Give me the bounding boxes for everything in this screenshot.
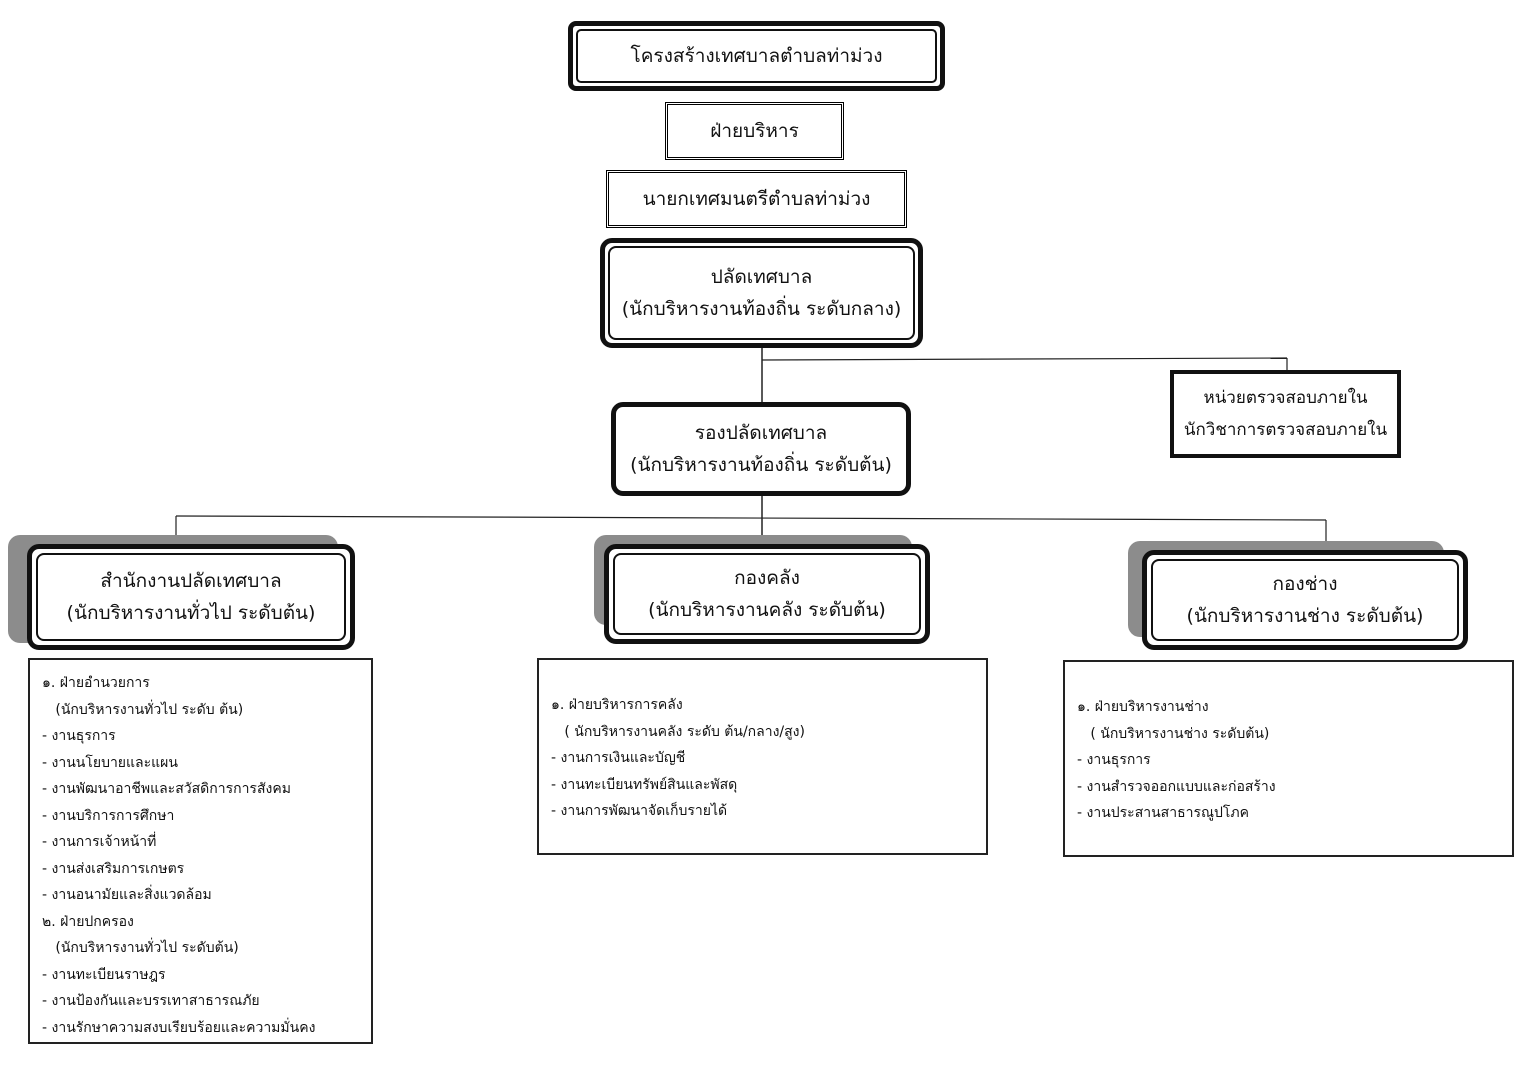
duty-item: ๒. ฝ่ายปกครอง bbox=[42, 913, 134, 930]
duty-item: - งานรักษาความสงบเรียบร้อยและความมั่นคง bbox=[42, 1019, 316, 1036]
duty-item: (นักบริหารงานทั่วไป ระดับ ต้น) bbox=[42, 701, 244, 718]
executive-box: ฝ่ายบริหาร bbox=[665, 102, 844, 160]
finance-box: กองคลัง (นักบริหารงานคลัง ระดับต้น) bbox=[604, 544, 930, 644]
audit-title: หน่วยตรวจสอบภายใน bbox=[1203, 388, 1368, 408]
duty-item: - งานประสานสาธารณูปโภค bbox=[1077, 805, 1249, 821]
audit-box: หน่วยตรวจสอบภายใน นักวิชาการตรวจสอบภายใน bbox=[1170, 370, 1401, 458]
duty-item: - งานบริการการศึกษา bbox=[42, 807, 175, 824]
title-box: โครงสร้างเทศบาลตำบลท่าม่วง bbox=[568, 21, 945, 91]
duty-item: (นักบริหารงานทั่วไป ระดับต้น) bbox=[42, 940, 239, 956]
engineering-name: กองช่าง bbox=[1272, 573, 1338, 595]
deputy-level: (นักบริหารงานท้องถิ่น ระดับต้น) bbox=[630, 454, 892, 476]
audit-role: นักวิชาการตรวจสอบภายใน bbox=[1183, 420, 1388, 440]
duty-item: - งานการเงินและบัญชี bbox=[551, 750, 686, 766]
duty-item: - งานพัฒนาอาชีพและสวัสดิการการสังคม bbox=[42, 781, 291, 797]
duty-item: ( นักบริหารงานช่าง ระดับต้น) bbox=[1077, 725, 1270, 742]
finance-level: (นักบริหารงานคลัง ระดับต้น) bbox=[648, 599, 886, 621]
duty-item: - งานการพัฒนาจัดเก็บรายได้ bbox=[551, 803, 728, 819]
duty-item: - งานส่งเสริมการเกษตร bbox=[42, 860, 185, 877]
deputy-box: รองปลัดเทศบาล (นักบริหารงานท้องถิ่น ระดั… bbox=[611, 402, 911, 496]
duty-item: - งานการเจ้าหน้าที่ bbox=[42, 834, 157, 850]
title-text: โครงสร้างเทศบาลตำบลท่าม่วง bbox=[576, 29, 937, 83]
engineering-level: (นักบริหารงานช่าง ระดับต้น) bbox=[1186, 605, 1424, 627]
duty-item: - งานอนามัยและสิ่งแวดล้อม bbox=[42, 887, 212, 903]
duty-item: - งานทะเบียนราษฎร bbox=[42, 966, 166, 983]
duty-item: - งานธุรการ bbox=[1077, 752, 1151, 768]
engineering-duties-list: ๑. ฝ่ายบริหารงานช่าง ( นักบริหารงานช่าง … bbox=[1063, 660, 1514, 857]
duty-item: - งานป้องกันและบรรเทาสาธารณภัย bbox=[42, 993, 260, 1009]
office-duties-list: ๑. ฝ่ายอำนวยการ (นักบริหารงานทั่วไป ระดั… bbox=[28, 658, 373, 1044]
departments-branch-line bbox=[175, 515, 1327, 521]
duty-item: ๑. ฝ่ายบริหารงานช่าง bbox=[1077, 699, 1209, 715]
clerk-level: (นักบริหารงานท้องถิ่น ระดับกลาง) bbox=[621, 298, 902, 320]
duty-item: ( นักบริหารงานคลัง ระดับ ต้น/กลาง/สูง) bbox=[551, 723, 805, 740]
engineering-box: กองช่าง (นักบริหารงานช่าง ระดับต้น) bbox=[1142, 550, 1468, 650]
finance-name: กองคลัง bbox=[734, 567, 800, 589]
finance-duties-list: ๑. ฝ่ายบริหารการคลัง ( นักบริหารงานคลัง … bbox=[537, 658, 988, 855]
office-name: สำนักงานปลัดเทศบาล bbox=[100, 570, 282, 592]
duty-item: - งานทะเบียนทรัพย์สินและพัสดุ bbox=[551, 776, 738, 793]
clerk-box: ปลัดเทศบาล (นักบริหารงานท้องถิ่น ระดับกล… bbox=[600, 238, 923, 348]
duty-item: - งานสำรวจออกแบบและก่อสร้าง bbox=[1077, 778, 1276, 795]
audit-branch-line bbox=[761, 357, 1288, 361]
duty-item: - งานธุรการ bbox=[42, 728, 116, 744]
duty-item: ๑. ฝ่ายอำนวยการ bbox=[42, 675, 150, 691]
office-level: (นักบริหารงานทั่วไป ระดับต้น) bbox=[66, 602, 316, 624]
mayor-box: นายกเทศมนตรีตำบลท่าม่วง bbox=[606, 170, 907, 228]
clerk-title: ปลัดเทศบาล bbox=[710, 266, 813, 288]
duty-item: - งานนโยบายและแผน bbox=[42, 754, 178, 771]
duty-item: ๑. ฝ่ายบริหารการคลัง bbox=[551, 697, 683, 713]
deputy-title: รองปลัดเทศบาล bbox=[694, 422, 828, 444]
office-box: สำนักงานปลัดเทศบาล (นักบริหารงานทั่วไป ร… bbox=[27, 544, 355, 650]
